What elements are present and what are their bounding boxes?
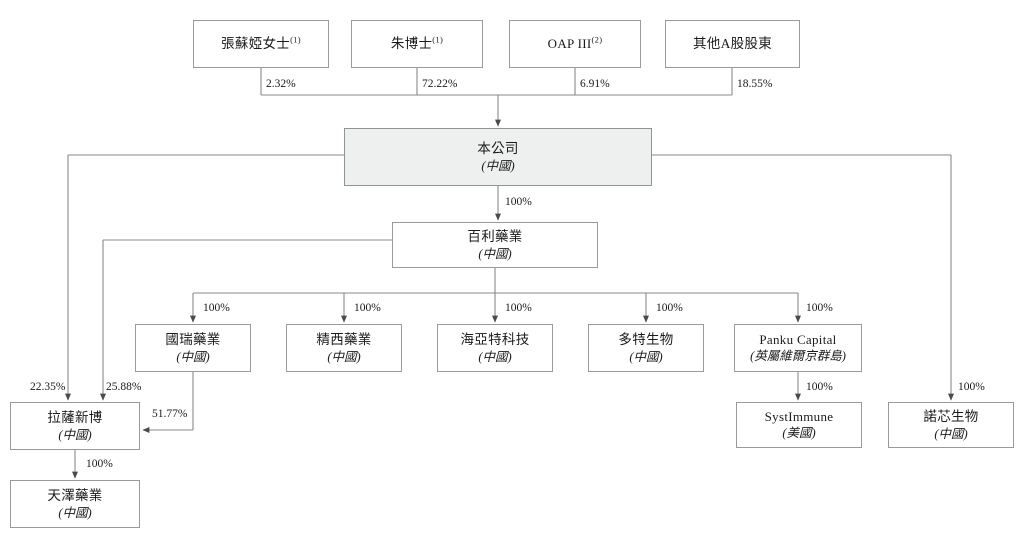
- node-location: (中國): [176, 349, 210, 364]
- node-location: (中國): [934, 426, 968, 441]
- edge-label-zhang: 2.32%: [266, 78, 296, 90]
- node-location: (中國): [629, 349, 663, 364]
- edge-label-guorui: 100%: [203, 302, 230, 314]
- node-nuoxin[interactable]: 諾芯生物 (中國): [888, 402, 1014, 448]
- node-zhu[interactable]: 朱博士(1): [351, 20, 483, 68]
- node-label: 百利藥業: [467, 229, 523, 245]
- node-systimmune[interactable]: SystImmune (美國): [736, 402, 862, 448]
- node-location: (中國): [481, 158, 515, 173]
- node-label: 天澤藥業: [47, 488, 103, 504]
- node-label: 張蘇婭女士(1): [221, 34, 301, 52]
- node-location: (中國): [58, 427, 92, 442]
- node-duote[interactable]: 多特生物 (中國): [588, 324, 704, 372]
- edge-label-zhu: 72.22%: [422, 78, 458, 90]
- node-label: 拉薩新博: [47, 410, 103, 426]
- node-label: 多特生物: [618, 332, 674, 348]
- node-label: 朱博士(1): [390, 34, 444, 52]
- node-label: 國瑞藥業: [165, 332, 221, 348]
- node-jingxi[interactable]: 精西藥業 (中國): [286, 324, 402, 372]
- node-tianze[interactable]: 天澤藥業 (中國): [10, 480, 140, 528]
- edge-label-tianze: 100%: [86, 458, 113, 470]
- node-location: (中國): [327, 349, 361, 364]
- edge-label-panku: 100%: [806, 302, 833, 314]
- edge-label-lasa-company: 22.35%: [30, 381, 66, 393]
- node-zhang[interactable]: 張蘇婭女士(1): [193, 20, 329, 68]
- edge-label-nuoxin: 100%: [958, 381, 985, 393]
- edge-label-lasa-guorui: 51.77%: [152, 408, 188, 420]
- edge-label-othera: 18.55%: [737, 78, 773, 90]
- node-guorui[interactable]: 國瑞藥業 (中國): [135, 324, 251, 372]
- node-label: OAP III(2): [547, 34, 603, 51]
- node-lasa-xinbo[interactable]: 拉薩新博 (中國): [10, 402, 140, 450]
- node-oap[interactable]: OAP III(2): [509, 20, 641, 68]
- node-location: (美國): [782, 426, 816, 441]
- node-label: 諾芯生物: [923, 409, 979, 425]
- node-label: 海亞特科技: [460, 332, 530, 348]
- node-label: 其他A股股東: [692, 36, 773, 52]
- edge-label-baili: 100%: [505, 196, 532, 208]
- edge-label-haiyate: 100%: [505, 302, 532, 314]
- node-label: Panku Capital: [759, 331, 837, 347]
- node-baili[interactable]: 百利藥業 (中國): [392, 222, 598, 268]
- edge-label-systimmune: 100%: [806, 381, 833, 393]
- edge-label-jingxi: 100%: [354, 302, 381, 314]
- node-location: (中國): [478, 349, 512, 364]
- node-panku-capital[interactable]: Panku Capital (英屬維爾京群島): [734, 324, 862, 372]
- node-label: 精西藥業: [316, 332, 372, 348]
- node-location: (中國): [58, 505, 92, 520]
- edge-label-duote: 100%: [656, 302, 683, 314]
- node-label: SystImmune: [764, 408, 834, 424]
- node-company[interactable]: 本公司 (中國): [344, 128, 652, 186]
- edge-label-oap: 6.91%: [580, 78, 610, 90]
- node-haiyate[interactable]: 海亞特科技 (中國): [437, 324, 553, 372]
- edge-label-lasa-baili: 25.88%: [106, 381, 142, 393]
- node-label: 本公司: [477, 141, 519, 157]
- node-location: (英屬維爾京群島): [750, 349, 846, 364]
- node-other-a-shareholders[interactable]: 其他A股股東: [665, 20, 800, 68]
- node-location: (中國): [478, 246, 512, 261]
